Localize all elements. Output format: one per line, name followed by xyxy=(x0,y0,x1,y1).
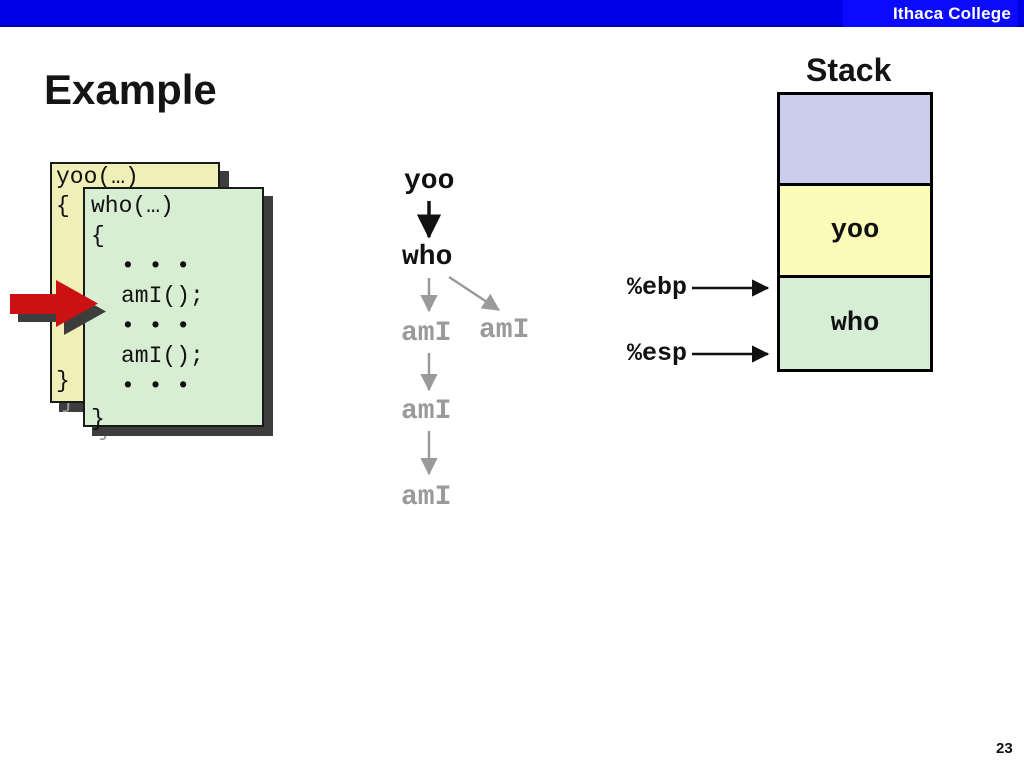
ebp-register-label: %ebp xyxy=(627,273,688,302)
tree-arrow-who-to-amI2 xyxy=(448,275,501,312)
slide-title: Example xyxy=(44,66,217,113)
stack-frame-empty xyxy=(780,95,930,186)
stack-frame-label: yoo xyxy=(830,215,880,246)
tree-node-who: who xyxy=(402,242,453,273)
red-arrow-shape xyxy=(10,280,98,327)
page-number: 23 xyxy=(996,740,1013,757)
tree-node-yoo: yoo xyxy=(404,166,455,197)
tree-node-amI-2: amI xyxy=(479,315,530,346)
who-code-line: • • • xyxy=(121,373,191,399)
stack-frame-who: who xyxy=(780,278,930,369)
college-name-box: Ithaca College xyxy=(843,0,1018,27)
yoo-code-line: yoo(…) xyxy=(56,164,139,190)
who-code-line: { xyxy=(91,223,105,249)
stack-frame-label: who xyxy=(830,308,880,339)
who-code-line: • • • xyxy=(121,313,191,339)
tree-node-amI-1: amI xyxy=(401,318,452,349)
who-code-line: • • • xyxy=(121,253,191,279)
tree-node-amI-4: amI xyxy=(401,482,452,513)
stack-frame-yoo: yoo xyxy=(780,186,930,278)
who-code-card: who(…) { • • • amI(); • • • amI(); • • •… xyxy=(83,187,264,431)
stack-title: Stack xyxy=(806,52,892,88)
esp-register-label: %esp xyxy=(627,339,688,368)
tree-node-amI-3: amI xyxy=(401,396,452,427)
college-name: Ithaca College xyxy=(892,3,1011,23)
who-code-line: } xyxy=(91,406,105,432)
yoo-code-line: } xyxy=(56,368,70,394)
current-line-arrow-icon xyxy=(10,280,106,335)
who-code-line: amI(); xyxy=(121,343,204,369)
who-code-line: who(…) xyxy=(91,193,174,219)
who-code-line: amI(); xyxy=(121,283,204,309)
header-bar: Ithaca College xyxy=(0,0,1024,27)
yoo-code-line: { xyxy=(56,193,70,219)
stack-diagram: yoo who xyxy=(777,92,933,372)
